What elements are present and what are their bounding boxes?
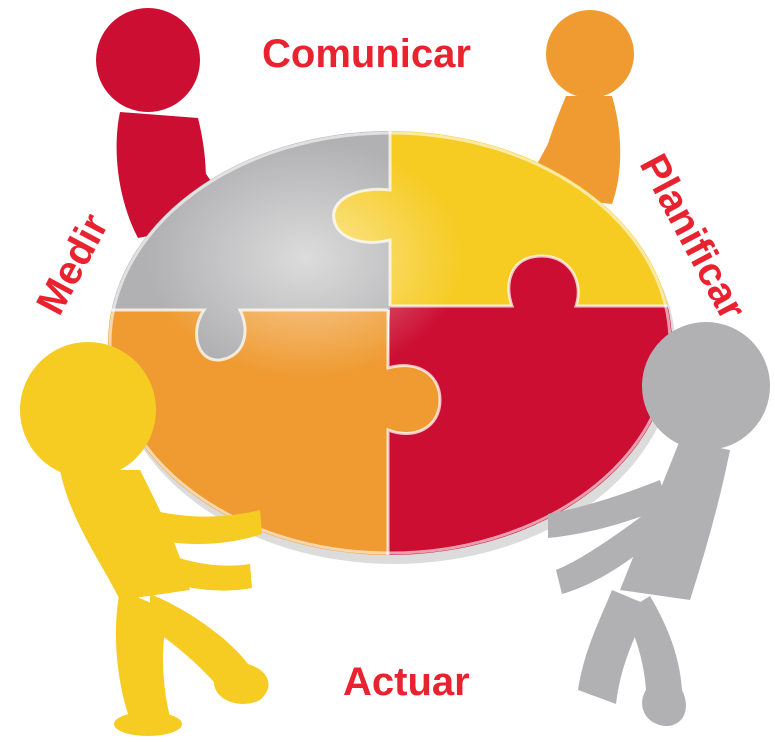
yellow-figure [20, 342, 269, 736]
label-comunicar: Comunicar [262, 32, 471, 76]
puzzle-table [108, 131, 676, 564]
gray-figure [548, 322, 770, 726]
label-actuar: Actuar [343, 660, 470, 704]
